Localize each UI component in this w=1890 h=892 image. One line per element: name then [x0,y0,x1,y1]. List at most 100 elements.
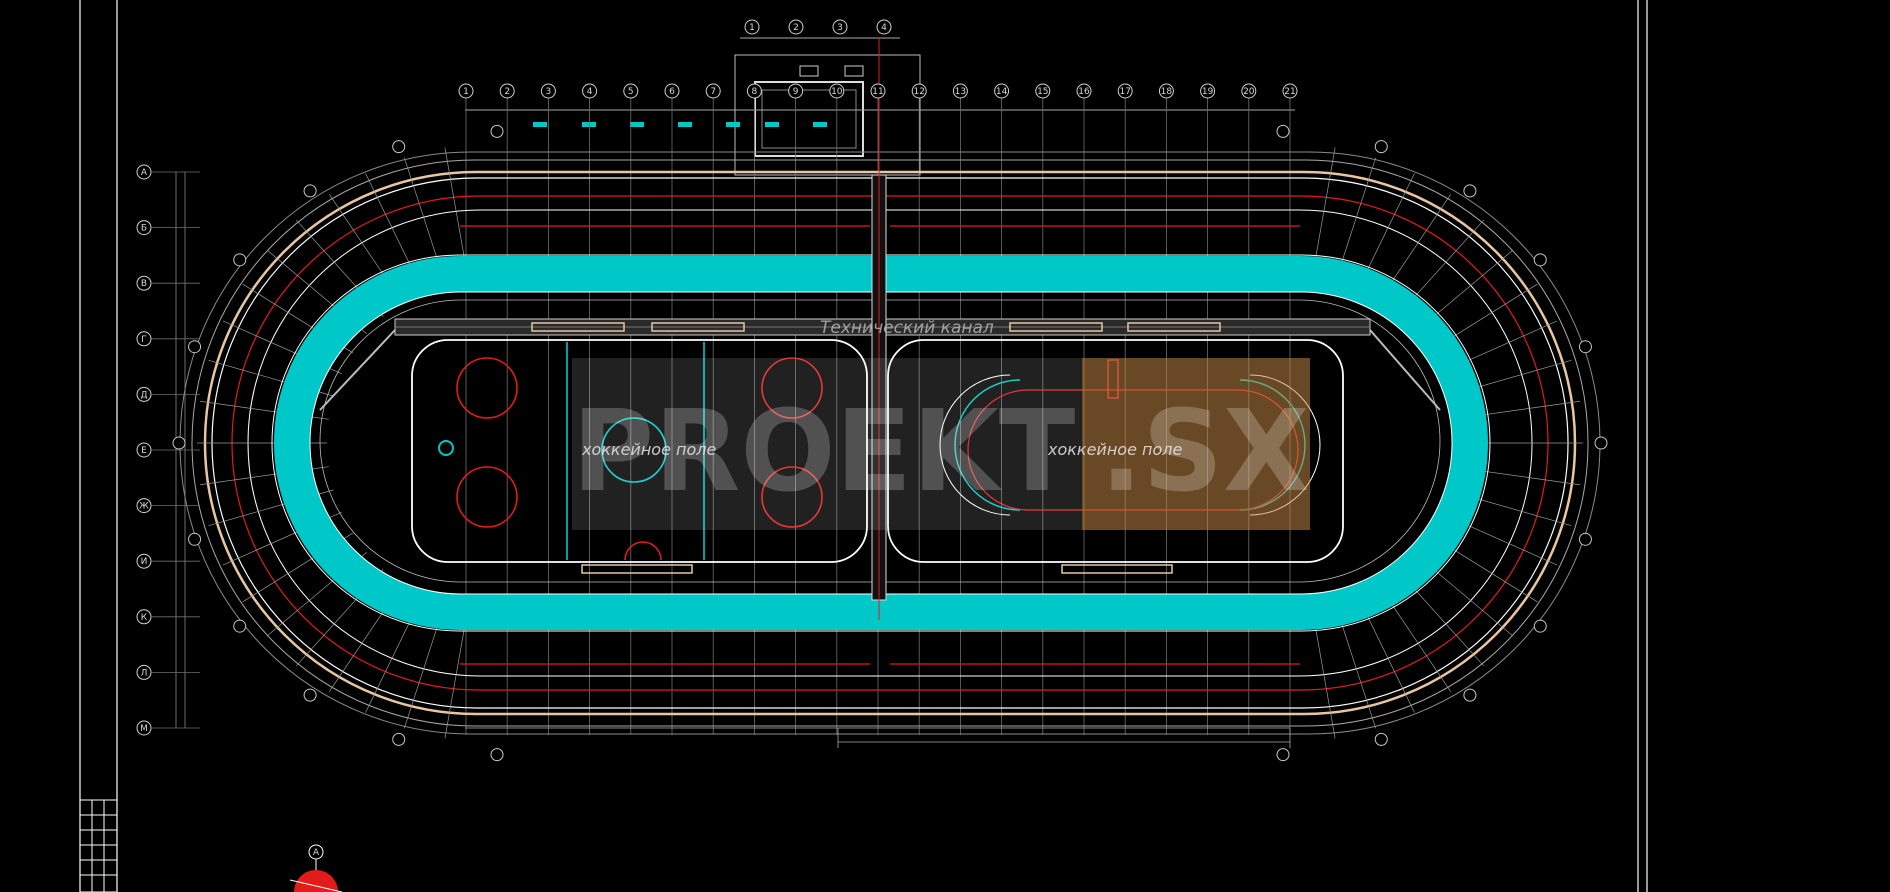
watermark-text-sx: .SX [1100,387,1310,517]
grid_bubbles_top-bubble-label: 7 [710,87,716,97]
perimeter-bubble [1533,619,1547,633]
right-field-label: хоккейное поле [1047,440,1182,459]
grid_bubbles_left-bubble-label: Б [141,224,147,234]
grid_bubbles_top-bubble: 5 [623,83,639,99]
perimeter-bubble [392,732,406,746]
grid_bubbles_annex-bubble-label: 1 [749,23,755,33]
grid_bubbles_top-bubble-label: 6 [669,87,675,97]
grid_bubbles_left-bubble-label: Д [140,390,147,400]
grid_bubbles_annex-bubble: 1 [744,19,760,35]
section-marker-label: А [313,848,320,858]
annex-building [734,54,921,176]
grid_bubbles_top-bubble: 13 [952,83,968,99]
left-field-label: хоккейное поле [581,440,716,459]
perimeter-bubble [392,140,406,154]
perimeter-bubble [1374,732,1388,746]
grid_bubbles_annex-bubble: 2 [788,19,804,35]
section-marker: А [289,844,343,892]
grid_bubbles_left-bubble: М [136,720,152,736]
grid_bubbles_top-bubble-label: 15 [1037,87,1048,97]
grid_bubbles_top-bubble: 14 [994,83,1010,99]
grid_bubbles_top-bubble-label: 14 [996,87,1008,97]
bottom-dimension-lines [465,727,1291,748]
grid_bubbles_left-bubble: Е [136,442,152,458]
grid_bubbles_top-bubble: 8 [746,83,762,99]
grid_bubbles_left-bubble: К [136,609,152,625]
perimeter-bubble [233,253,247,267]
top-grid-axis [465,37,1295,111]
grid_bubbles_left-bubble: Ж [136,498,152,514]
perimeter-bubble [490,748,504,762]
grid_bubbles_left-bubble: Д [136,386,152,402]
grid_bubbles_top-bubble-label: 21 [1284,87,1295,97]
grid_bubbles_top-bubble-label: 10 [831,87,843,97]
grid_bubbles_left-bubble-label: А [141,168,148,178]
grid_bubbles_top-bubble-label: 3 [546,87,552,97]
grid_bubbles_top-bubble: 1 [458,83,474,99]
grid_bubbles_top-bubble: 4 [582,83,598,99]
grid_bubbles_top-bubble: 17 [1117,83,1133,99]
grid_bubbles_annex-bubble-label: 3 [837,23,843,33]
sheet-frame [79,0,1648,892]
grid_bubbles_left-bubble-label: Ж [139,502,149,512]
grid_bubbles_left-bubble-label: В [141,279,147,289]
grid_bubbles_left-bubble: Л [136,664,152,680]
top-cyan-dashes [533,122,827,127]
grid_bubbles_annex-bubble: 4 [876,19,892,35]
grid_bubbles_top-bubble: 11 [870,83,886,99]
perimeter-bubble [172,436,186,450]
perimeter-bubble [1578,340,1592,354]
perimeter-bubble [233,619,247,633]
perimeter-bubble [1594,436,1608,450]
grid_bubbles_top-bubble-label: 9 [793,87,799,97]
grid_bubbles_top-bubble-label: 18 [1161,87,1173,97]
grid_bubbles_top-bubble: 7 [705,83,721,99]
grid_bubbles_top-bubble: 19 [1200,83,1216,99]
grid_bubbles_top-bubble: 12 [911,83,927,99]
grid_bubbles_top-bubble: 9 [788,83,804,99]
grid_bubbles_top-bubble: 21 [1282,83,1298,99]
grid_bubbles_annex-bubble-label: 2 [793,23,799,33]
grid_bubbles_annex-bubble-label: 4 [881,23,887,33]
watermark-text-proekt: PROEKT [572,387,1075,517]
grid_bubbles_left-bubble-label: М [140,724,148,734]
grid_bubbles_top-bubble-label: 16 [1078,87,1090,97]
grid_bubbles_top-bubble: 15 [1035,83,1051,99]
perimeter-bubble [303,688,317,702]
grid_bubbles_top-bubble: 20 [1241,83,1257,99]
grid_bubbles_top-bubble: 3 [540,83,556,99]
grid_bubbles_top-bubble: 16 [1076,83,1092,99]
grid_bubbles_left-bubble-label: И [141,557,148,567]
perimeter-bubble [1276,124,1290,138]
grid_bubbles_left-bubble-label: К [141,613,148,623]
perimeter-bubble [1374,140,1388,154]
grid_bubbles_top-bubble: 2 [499,83,515,99]
grid_bubbles_left-bubble-label: Л [141,668,148,678]
grid_bubbles_top-bubble-label: 17 [1119,87,1130,97]
grid_bubbles_top-bubble-label: 13 [955,87,966,97]
grid_bubbles_left-bubble: В [136,275,152,291]
grid_bubbles_top-bubble-label: 4 [587,87,593,97]
grid_bubbles_top-bubble-label: 1 [463,87,469,97]
grid_bubbles_top-bubble-label: 2 [504,87,510,97]
perimeter-bubble [188,340,202,354]
perimeter-bubble [303,184,317,198]
grid_bubbles_top-bubble: 18 [1158,83,1174,99]
perimeter-bubble [1463,184,1477,198]
grid_bubbles_top-bubble-label: 20 [1243,87,1255,97]
grid_bubbles_left-bubble-label: Г [141,335,147,345]
grid_bubbles_top-bubble: 6 [664,83,680,99]
grid_bubbles_left-bubble-label: Е [141,446,147,456]
perimeter-bubble [1463,688,1477,702]
perimeter-bubble [1578,532,1592,546]
grid_bubbles_left-bubble: Г [136,331,152,347]
perimeter-bubble [1276,748,1290,762]
perimeter-bubble [1533,253,1547,267]
grid_bubbles_left-bubble: И [136,553,152,569]
grid_bubbles_top-bubble-label: 19 [1202,87,1214,97]
technical-channel-label: Технический канал [820,318,994,338]
infield [319,38,1441,620]
perimeter-bubble [490,124,504,138]
